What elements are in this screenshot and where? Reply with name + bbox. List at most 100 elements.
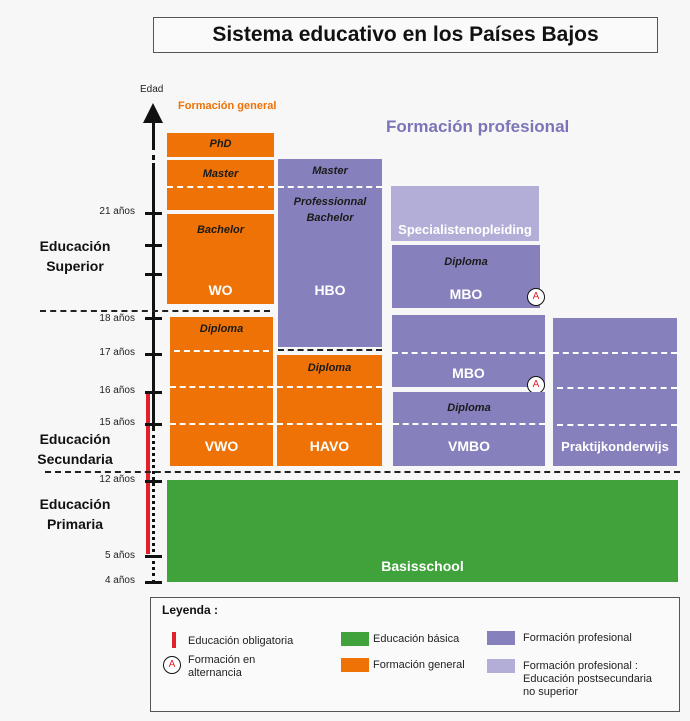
year-divider	[557, 387, 677, 389]
level-primaria: Educación Primaria	[15, 494, 135, 534]
axis-tick	[145, 353, 162, 356]
block-label: VMBO	[448, 438, 490, 454]
compulsory-education-bar	[146, 392, 150, 554]
block-label: Bachelor	[196, 224, 245, 236]
block-label: HBO	[314, 282, 346, 298]
block-specialistenopleiding: Specialistenopleiding	[391, 186, 539, 241]
level-label: Educación	[39, 431, 111, 447]
year-divider	[277, 386, 382, 388]
block-label: Professionnal	[293, 196, 367, 208]
year-divider	[278, 186, 382, 188]
block-label: VWO	[204, 438, 239, 454]
block-basisschool: Basisschool	[167, 480, 678, 582]
legend-postsecundaria-label: Formación profesional : Educación postse…	[523, 660, 652, 699]
year-divider	[392, 352, 545, 354]
level-secundaria: Educación Secundaria	[15, 429, 135, 469]
age-axis	[152, 120, 155, 150]
age-axis-label: Edad	[140, 84, 164, 95]
level-label: Educación	[39, 496, 111, 512]
block-label: MBO	[449, 286, 483, 302]
block-label: Master	[202, 168, 239, 180]
block-phd: PhD	[167, 133, 274, 157]
level-label: Educación	[39, 238, 111, 254]
age-label: 15 años	[99, 417, 135, 428]
age-label: 16 años	[99, 385, 135, 396]
axis-tick	[145, 555, 162, 558]
legend-basica-swatch	[341, 632, 369, 646]
legend-compulsory-swatch	[172, 632, 176, 648]
legend-alternance-badge: A	[163, 656, 181, 674]
block-label: Diploma	[199, 323, 244, 335]
legend: Leyenda : Educación obligatoria A Formac…	[150, 597, 680, 712]
axis-tick	[145, 423, 162, 426]
axis-tick	[145, 391, 162, 394]
block-mbo: MBO	[392, 315, 545, 387]
year-divider	[167, 186, 274, 188]
axis-tick	[145, 244, 162, 247]
alternance-badge: A	[527, 288, 545, 306]
block-label: Specialistenopleiding	[398, 222, 532, 237]
block-mbo-upper: Diploma MBO	[392, 245, 540, 308]
year-divider	[170, 423, 273, 425]
year-divider	[170, 386, 273, 388]
axis-tick	[145, 212, 162, 215]
age-label: 21 años	[99, 206, 135, 217]
diagram-title: Sistema educativo en los Países Bajos	[153, 17, 658, 53]
legend-general-swatch	[341, 658, 369, 672]
age-label: 18 años	[99, 313, 135, 324]
block-label: MBO	[452, 365, 485, 381]
legend-profesional-swatch	[487, 631, 515, 645]
block-hbo: Master Professionnal Bachelor HBO	[278, 159, 382, 347]
level-label: Superior	[46, 258, 104, 274]
legend-compulsory-label: Educación obligatoria	[188, 635, 294, 647]
block-praktijkonderwijs: Praktijkonderwijs	[553, 318, 677, 466]
axis-tick	[145, 273, 162, 276]
year-divider	[557, 424, 677, 426]
block-label: WO	[208, 282, 233, 298]
legend-text: alternancia	[188, 667, 242, 679]
age-label: 17 años	[99, 347, 135, 358]
legend-text: no superior	[523, 686, 579, 698]
block-label: Diploma	[447, 402, 491, 414]
age-label: 12 años	[99, 474, 135, 485]
block-label: Basisschool	[381, 558, 464, 574]
block-label: Master	[312, 165, 348, 177]
header-formacion-general: Formación general	[178, 100, 277, 112]
axis-arrow-icon	[143, 103, 163, 123]
block-label: Diploma	[444, 256, 488, 268]
block-label: HAVO	[309, 438, 350, 454]
age-label: 4 años	[104, 575, 135, 586]
level-label: Primaria	[46, 516, 104, 532]
legend-alternance-label: Formación en alternancia	[188, 654, 255, 680]
level-separator	[278, 349, 382, 351]
header-formacion-profesional: Formación profesional	[386, 117, 570, 136]
level-separator	[45, 471, 680, 473]
block-label: Diploma	[307, 362, 352, 374]
level-superior: Educación Superior	[15, 236, 135, 276]
legend-basica-label: Educación básica	[373, 633, 460, 645]
axis-tick	[145, 317, 162, 320]
legend-text: Educación postsecundaria	[523, 673, 653, 685]
block-label: Bachelor	[306, 212, 354, 224]
block-wo-master: Master	[167, 160, 274, 210]
age-label: 5 años	[104, 550, 135, 561]
legend-title: Leyenda :	[162, 603, 219, 617]
block-wo: Bachelor WO	[167, 214, 274, 304]
level-label: Secundaria	[37, 451, 113, 467]
block-vwo: Diploma VWO	[170, 317, 273, 466]
axis-tick	[145, 480, 162, 483]
year-divider	[174, 350, 269, 352]
year-divider	[393, 423, 545, 425]
legend-text: Formación en	[188, 654, 256, 666]
axis-tick	[145, 581, 162, 584]
age-axis	[152, 155, 155, 160]
age-axis	[152, 163, 155, 428]
age-axis-dotted	[152, 428, 155, 583]
level-separator	[40, 310, 270, 312]
block-vmbo: Diploma VMBO	[393, 392, 545, 466]
legend-postsecundaria-swatch	[487, 659, 515, 673]
block-havo: Diploma HAVO	[277, 355, 382, 466]
legend-general-label: Formación general	[373, 659, 465, 671]
legend-profesional-label: Formación profesional	[523, 632, 632, 644]
block-label: Praktijkonderwijs	[561, 439, 669, 454]
